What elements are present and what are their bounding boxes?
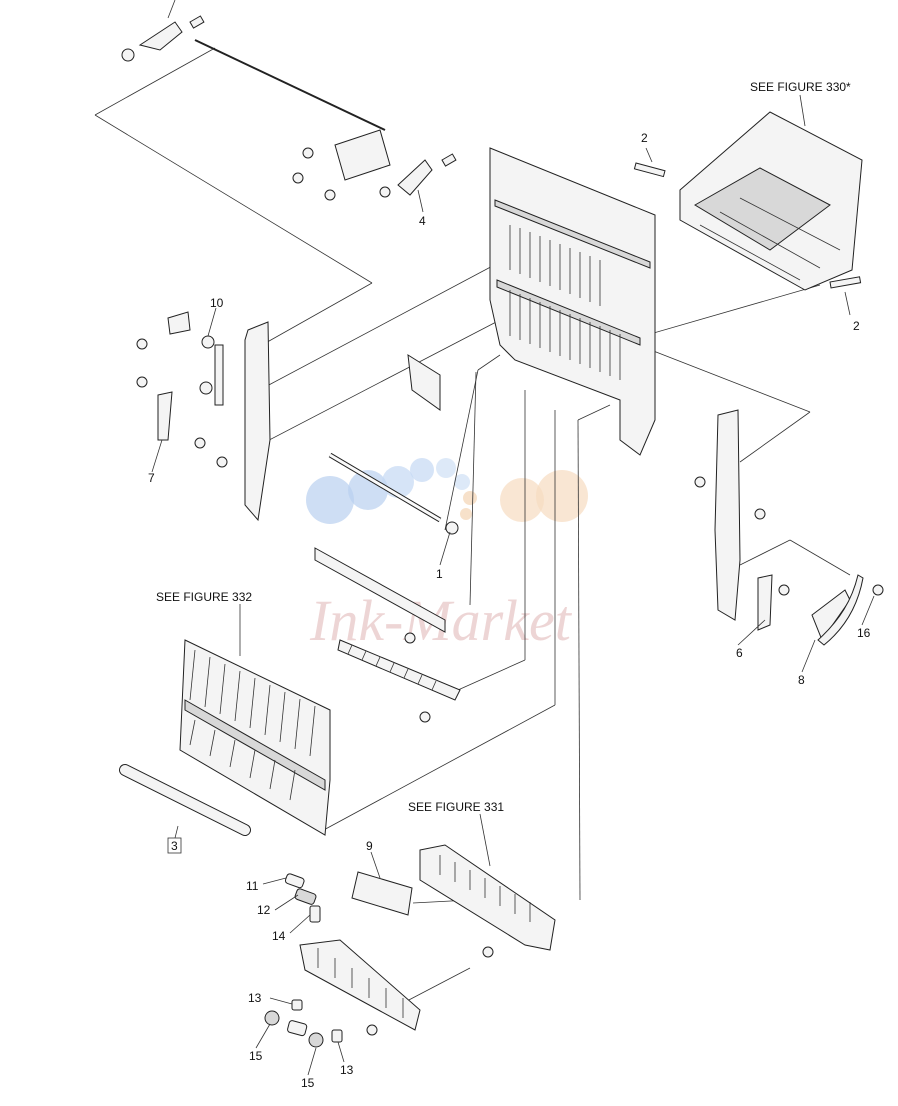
callout-12: 12 xyxy=(257,903,271,917)
callout-6: 6 xyxy=(736,646,743,660)
tray-pin-left xyxy=(633,162,666,178)
callout-13-right: 13 xyxy=(340,1063,354,1077)
roller-part-3 xyxy=(119,764,251,836)
callout-15-left: 15 xyxy=(249,1049,263,1063)
top-left-bracket xyxy=(121,15,205,62)
left-side-plate xyxy=(136,321,271,522)
tray-pin-right xyxy=(829,276,862,289)
spring-part-14 xyxy=(309,905,321,923)
gear-part-12 xyxy=(294,888,317,905)
callout-2-top: 2 xyxy=(641,131,648,145)
spring-arm-center xyxy=(337,639,461,701)
lower-guide-cover xyxy=(419,844,556,958)
callout-3-box xyxy=(167,837,182,854)
top-shaft-rod xyxy=(194,39,386,131)
arc-rail-16 xyxy=(817,574,884,646)
bottom-guide-plate xyxy=(299,939,421,1036)
lever-part-4 xyxy=(379,153,457,198)
callout-4: 4 xyxy=(419,214,426,228)
roller-part-center-bottom xyxy=(287,1020,308,1037)
callout-leaders xyxy=(151,0,875,1076)
center-bracket-plate xyxy=(314,547,446,633)
lever-part-7 xyxy=(157,391,173,441)
caption-see-figure-330: SEE FIGURE 330* xyxy=(750,80,851,94)
bushing-part-15-right xyxy=(308,1032,324,1048)
guide-part-center xyxy=(407,354,441,411)
small-bracket-top-left xyxy=(167,311,191,335)
caption-see-figure-331: SEE FIGURE 331 xyxy=(408,800,504,814)
screw-center-2 xyxy=(419,711,431,723)
lever-part-6 xyxy=(757,574,773,631)
callout-10: 10 xyxy=(210,296,224,310)
screw-center-1 xyxy=(404,632,416,644)
top-center-bracket xyxy=(292,129,391,201)
callout-11: 11 xyxy=(246,879,259,893)
spring-part-13-left xyxy=(291,999,303,1011)
spring-part-13-right xyxy=(331,1029,343,1043)
callout-14: 14 xyxy=(272,929,286,943)
callout-2-right: 2 xyxy=(853,319,860,333)
callout-1: 1 xyxy=(436,567,443,581)
callout-3: 3 xyxy=(171,839,178,853)
center-shaft xyxy=(328,452,442,523)
callout-8: 8 xyxy=(798,673,805,687)
callout-16: 16 xyxy=(857,626,871,640)
callout-7: 7 xyxy=(148,471,155,485)
bushing-part-15-left xyxy=(264,1010,280,1026)
duplex-guide-assembly xyxy=(179,639,331,836)
caption-see-figure-332: SEE FIGURE 332 xyxy=(156,590,252,604)
leader-lines xyxy=(94,47,851,1003)
paper-tray-assembly xyxy=(679,111,863,291)
callout-13-left: 13 xyxy=(248,991,262,1005)
right-side-plate xyxy=(694,409,790,621)
callout-9: 9 xyxy=(366,839,373,853)
sheet-part-9 xyxy=(351,871,413,916)
callout-15-right: 15 xyxy=(301,1076,315,1090)
main-frame-assembly xyxy=(489,147,656,456)
roller-part-11 xyxy=(284,873,305,889)
bushing-part-1 xyxy=(445,521,459,535)
